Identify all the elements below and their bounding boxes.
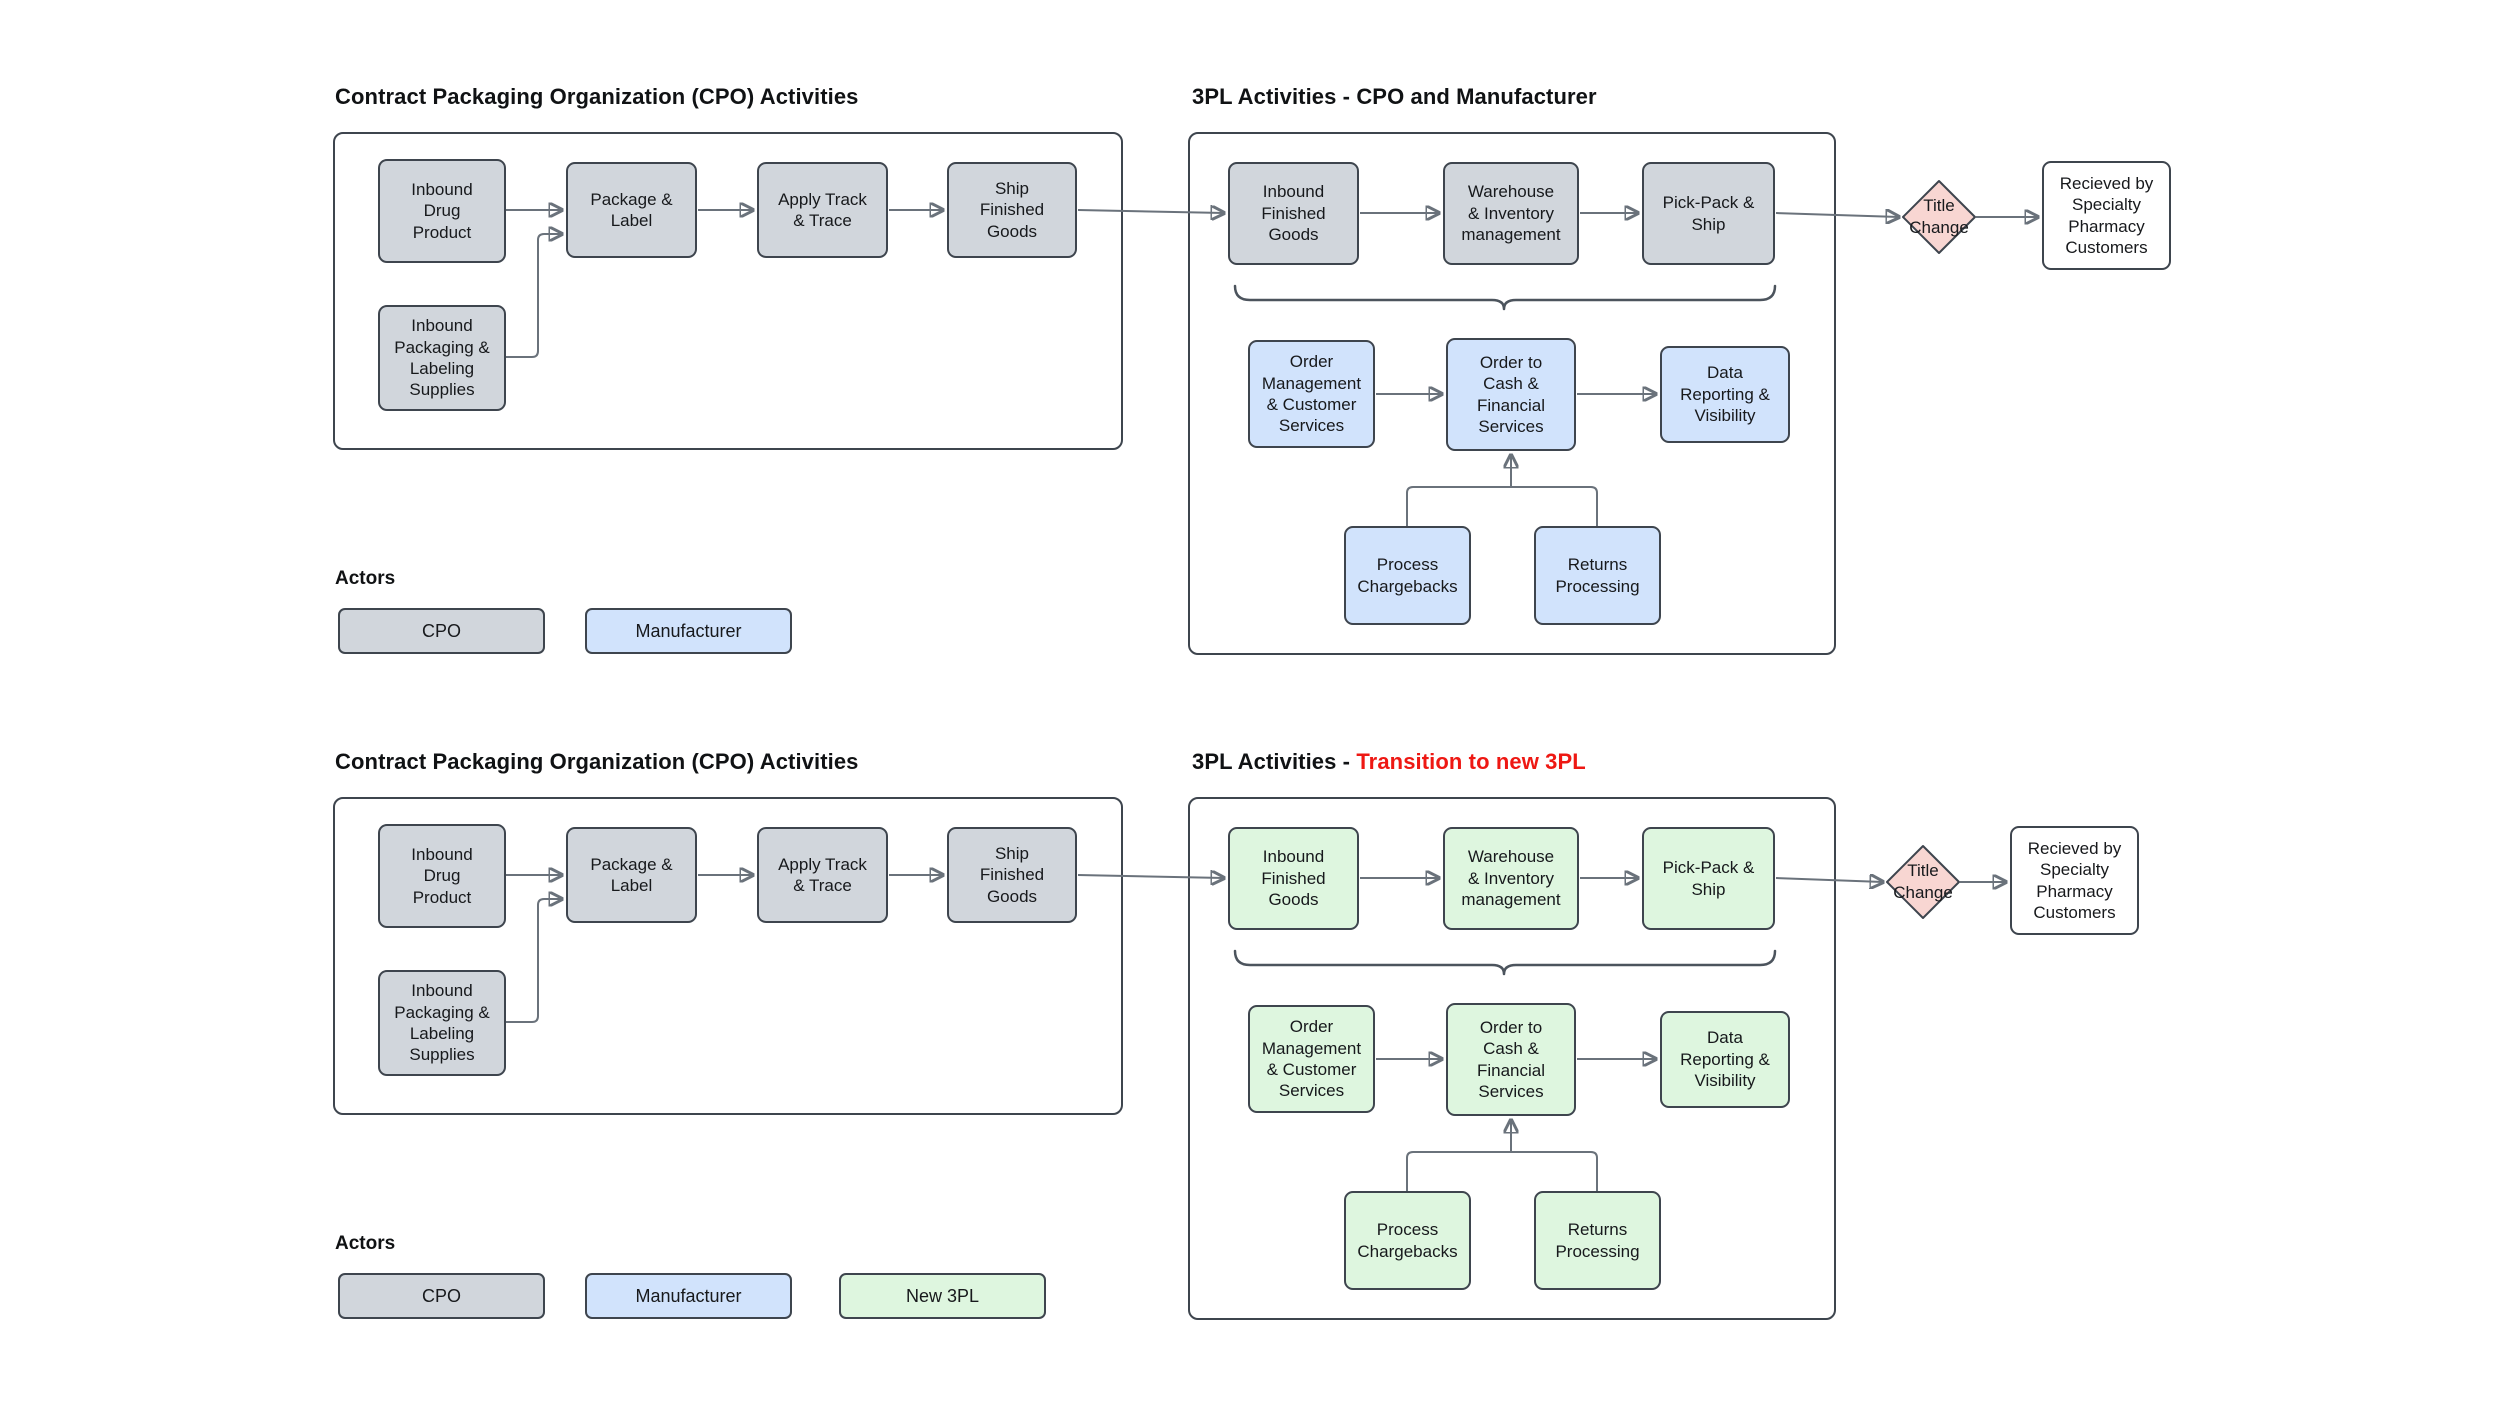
box-apply-track-trace-top: Apply Track & Trace — [757, 162, 888, 258]
box-process-chargebacks-bottom: Process Chargebacks — [1344, 1191, 1471, 1290]
box-apply-track-trace-bottom: Apply Track & Trace — [757, 827, 888, 923]
arrow-pickpack-to-title-change-2 — [1775, 878, 1883, 882]
box-data-reporting-top: Data Reporting & Visibility — [1660, 346, 1790, 443]
box-returns-processing-bottom: Returns Processing — [1534, 1191, 1661, 1290]
elbow-returns-to-junction — [1511, 486, 1598, 526]
box-process-chargebacks-top: Process Chargebacks — [1344, 526, 1471, 625]
arrow-ship-to-inbound-finished — [1077, 210, 1224, 213]
box-inbound-drug-product-bottom: Inbound Drug Product — [378, 824, 506, 928]
box-inbound-finished-goods-bottom: Inbound Finished Goods — [1228, 827, 1359, 930]
box-ship-finished-goods-bottom: Ship Finished Goods — [947, 827, 1077, 923]
box-data-reporting-bottom: Data Reporting & Visibility — [1660, 1011, 1790, 1108]
box-package-label-top: Package & Label — [566, 162, 697, 258]
elbow-packaging-supplies-to-package — [506, 234, 562, 358]
arrow-ship-to-inbound-finished-2 — [1077, 875, 1224, 878]
actors-label-top: Actors — [335, 568, 396, 589]
box-order-to-cash-bottom: Order to Cash & Financial Services — [1446, 1003, 1576, 1116]
box-received-by-customers-bottom: Recieved by Specialty Pharmacy Customers — [2010, 826, 2139, 935]
tpl-title-prefix: 3PL Activities - — [1192, 749, 1357, 774]
brace-top — [1233, 284, 1777, 311]
box-order-management-top: Order Management & Customer Services — [1248, 340, 1375, 448]
cpo-section-title-top: Contract Packaging Organization (CPO) Ac… — [335, 84, 859, 109]
box-ship-finished-goods-top: Ship Finished Goods — [947, 162, 1077, 258]
box-inbound-finished-goods-top: Inbound Finished Goods — [1228, 162, 1359, 265]
box-inbound-drug-product-top: Inbound Drug Product — [378, 159, 506, 263]
box-pick-pack-ship-bottom: Pick-Pack & Ship — [1642, 827, 1775, 930]
title-change-label-bottom: Title Change — [1893, 861, 1953, 902]
elbow-chargebacks-to-junction — [1406, 486, 1511, 526]
actor-cpo-bottom: CPO — [338, 1273, 545, 1319]
box-order-management-bottom: Order Management & Customer Services — [1248, 1005, 1375, 1113]
tpl-title-highlight: Transition to new 3PL — [1356, 749, 1586, 774]
box-warehouse-inventory-top: Warehouse & Inventory management — [1443, 162, 1579, 265]
box-pick-pack-ship-top: Pick-Pack & Ship — [1642, 162, 1775, 265]
elbow-chargebacks-to-junction-2 — [1406, 1151, 1511, 1191]
box-warehouse-inventory-bottom: Warehouse & Inventory management — [1443, 827, 1579, 930]
box-inbound-packaging-supplies-top: Inbound Packaging & Labeling Supplies — [378, 305, 506, 411]
arrow-pickpack-to-title-change — [1775, 213, 1899, 217]
box-returns-processing-top: Returns Processing — [1534, 526, 1661, 625]
box-inbound-packaging-supplies-bottom: Inbound Packaging & Labeling Supplies — [378, 970, 506, 1076]
actor-manufacturer-bottom: Manufacturer — [585, 1273, 792, 1319]
title-change-diamond-shape-bottom — [1886, 845, 1960, 919]
box-order-to-cash-top: Order to Cash & Financial Services — [1446, 338, 1576, 451]
actor-manufacturer-top: Manufacturer — [585, 608, 792, 654]
actor-cpo-top: CPO — [338, 608, 545, 654]
tpl-section-title-bottom: 3PL Activities - Transition to new 3PL — [1192, 749, 1586, 775]
title-change-diamond-shape-top — [1902, 180, 1976, 254]
elbow-returns-to-junction-2 — [1511, 1151, 1598, 1191]
box-package-label-bottom: Package & Label — [566, 827, 697, 923]
tpl-section-title-top: 3PL Activities - CPO and Manufacturer — [1192, 84, 1597, 109]
title-change-label-top: Title Change — [1909, 196, 1969, 237]
actors-label-bottom: Actors — [335, 1233, 396, 1254]
brace-bottom — [1233, 949, 1777, 976]
box-received-by-customers-top: Recieved by Specialty Pharmacy Customers — [2042, 161, 2171, 270]
actor-new-3pl-bottom: New 3PL — [839, 1273, 1046, 1319]
cpo-section-title-bottom: Contract Packaging Organization (CPO) Ac… — [335, 749, 859, 774]
elbow-packaging-supplies-to-package-2 — [506, 899, 562, 1023]
